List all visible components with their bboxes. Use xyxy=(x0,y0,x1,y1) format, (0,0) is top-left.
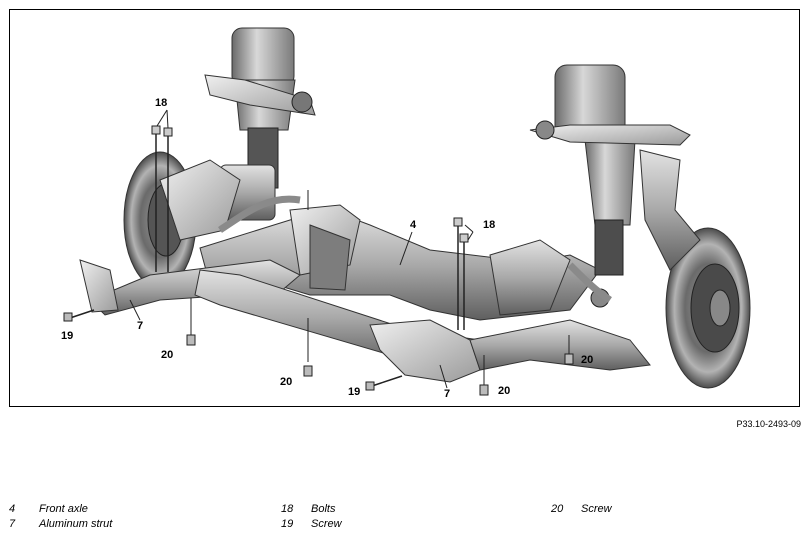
legend-label: Front axle xyxy=(39,503,88,515)
front-axle-drawing xyxy=(63,27,751,396)
callout-19-right: 19 xyxy=(348,386,361,398)
legend-number: 20 xyxy=(551,503,564,515)
legend-number: 4 xyxy=(9,503,16,515)
callout-20-d: 20 xyxy=(581,354,594,366)
legend-label: Screw xyxy=(581,503,612,515)
legend-label: Aluminum strut xyxy=(39,518,113,530)
legend-number: 18 xyxy=(281,503,294,515)
legend-number: 7 xyxy=(9,518,16,530)
callout-20-b: 20 xyxy=(280,376,293,388)
front-axle-illustration: 18 18 4 7 7 19 19 20 20 20 20 xyxy=(9,9,800,407)
aluminum-strut-left xyxy=(89,259,301,316)
left-air-spring xyxy=(231,27,295,87)
callout-20-a: 20 xyxy=(161,349,174,361)
callout-18-right: 18 xyxy=(483,219,496,231)
legend-label: Screw xyxy=(311,518,342,530)
callout-20-c: 20 xyxy=(498,385,511,397)
legend-number: 19 xyxy=(281,518,294,530)
callout-4: 4 xyxy=(410,219,417,231)
callout-19-left: 19 xyxy=(61,330,74,342)
callout-7-left: 7 xyxy=(137,320,144,332)
callout-7-right: 7 xyxy=(444,388,451,400)
callout-18-left: 18 xyxy=(155,97,168,109)
figure-reference-code: P33.10-2493-09 xyxy=(736,419,801,429)
aluminum-strut-right xyxy=(369,319,481,383)
legend-label: Bolts xyxy=(311,503,336,515)
